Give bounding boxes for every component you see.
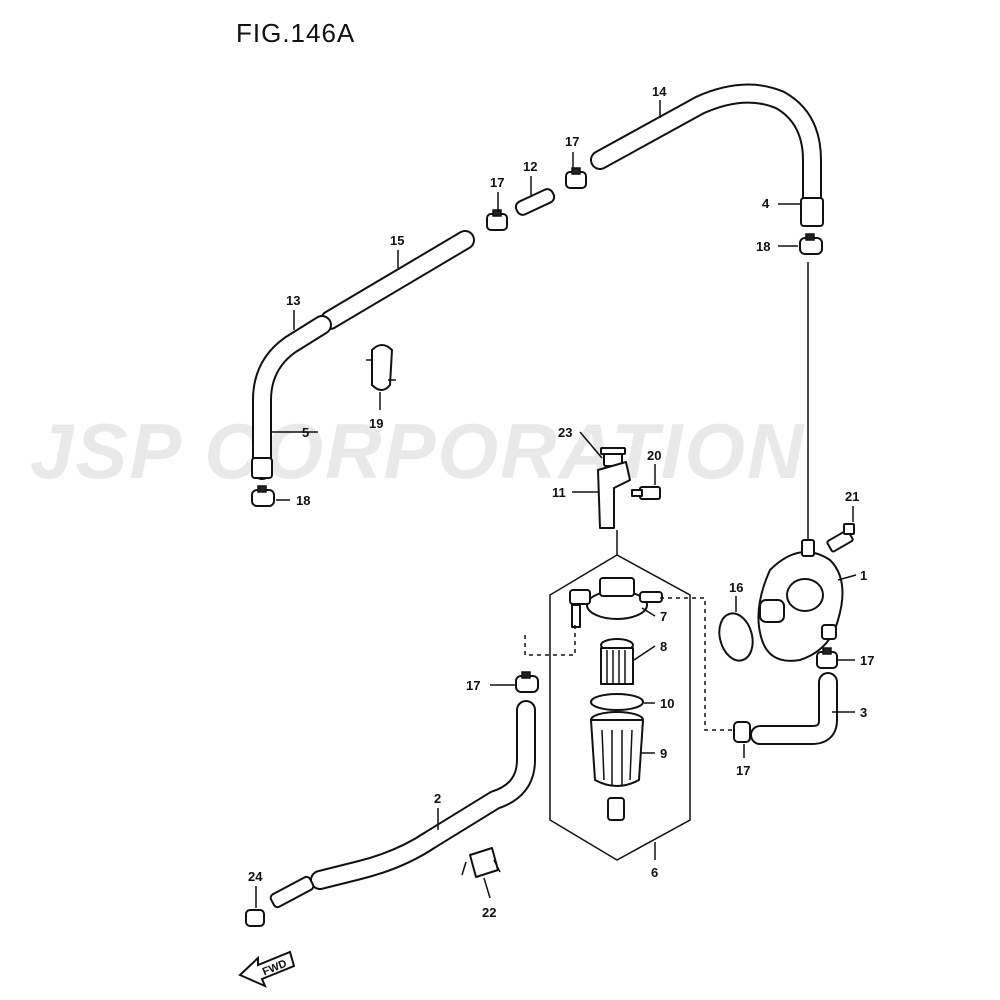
callout-17-b: 17 [490, 175, 504, 190]
gasket-16 [718, 612, 754, 662]
hose-14 [590, 83, 822, 225]
callout-15: 15 [390, 233, 404, 248]
figure-title: FIG.146A [236, 18, 356, 48]
callout-4: 4 [762, 196, 770, 211]
filter-bowl-9 [590, 711, 644, 821]
bracket-11 [597, 461, 631, 529]
callout-9: 9 [660, 746, 667, 761]
callout-7: 7 [660, 609, 667, 624]
bolt-20 [631, 486, 661, 500]
callout-14: 14 [652, 84, 667, 99]
clamp-18-right [799, 233, 823, 255]
clip-19 [366, 344, 396, 391]
fuel-pump-1 [757, 539, 844, 662]
callout-5: 5 [302, 425, 309, 440]
clamp-18-left [251, 485, 275, 507]
callout-21: 21 [845, 489, 859, 504]
callouts: 14 17 12 17 15 13 5 19 18 4 18 23 11 20 … [248, 84, 874, 920]
callout-19: 19 [369, 416, 383, 431]
callout-18-a: 18 [296, 493, 310, 508]
callout-10: 10 [660, 696, 674, 711]
clamp-17-mid [486, 209, 508, 231]
fitting-4 [800, 197, 824, 227]
forward-direction-arrow: FWD [238, 950, 296, 988]
filter-head-7 [569, 577, 663, 628]
leader-lines [255, 100, 857, 908]
callout-6: 6 [651, 865, 658, 880]
watermark: JSP CORPORATION [30, 407, 805, 495]
connector-12 [514, 188, 556, 216]
bolt-21 [826, 523, 855, 553]
callout-18-b: 18 [756, 239, 770, 254]
callout-2: 2 [434, 791, 441, 806]
callout-11: 11 [552, 485, 566, 500]
clamp-17-left [515, 671, 539, 693]
callout-17-e: 17 [466, 678, 480, 693]
fitting-5 [251, 457, 273, 479]
callout-22: 22 [482, 905, 496, 920]
callout-16: 16 [729, 580, 743, 595]
callout-17-a: 17 [565, 134, 579, 149]
callout-12: 12 [523, 159, 537, 174]
callout-23: 23 [558, 425, 572, 440]
o-ring-10 [590, 693, 644, 711]
callout-20: 20 [647, 448, 661, 463]
fwd-label: FWD [261, 958, 289, 979]
hose-2 [310, 700, 536, 890]
callout-1: 1 [860, 568, 867, 583]
clamp-17-lower-mid [733, 721, 751, 743]
callout-3: 3 [860, 705, 867, 720]
hose-3 [750, 672, 838, 745]
clamp-17-upper [565, 167, 587, 189]
filter-assembly-outline [549, 554, 691, 861]
callout-17-d: 17 [736, 763, 750, 778]
filter-element-8 [600, 638, 634, 685]
callout-13: 13 [286, 293, 300, 308]
clip-22 [461, 847, 501, 878]
callout-17-c: 17 [860, 653, 874, 668]
hose-13 [252, 315, 332, 480]
callout-8: 8 [660, 639, 667, 654]
connector-24 [245, 875, 315, 927]
clamp-17-right [816, 647, 838, 669]
callout-24: 24 [248, 869, 263, 884]
hose-15 [320, 230, 475, 330]
